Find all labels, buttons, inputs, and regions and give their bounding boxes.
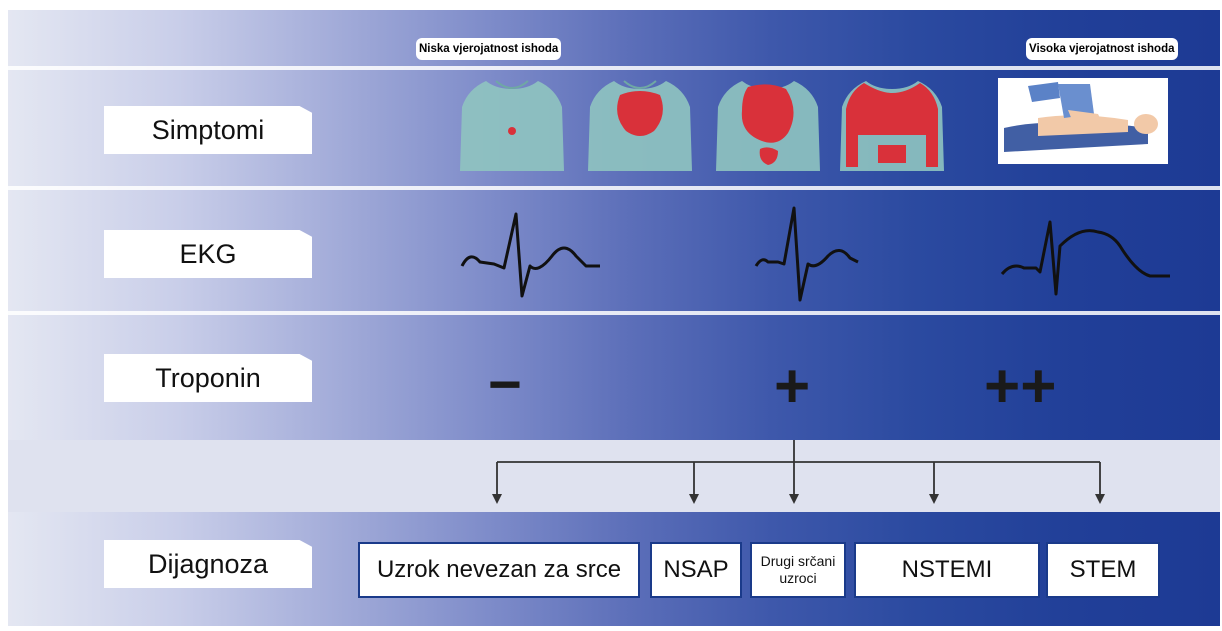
- cpr-scene-icon: [998, 78, 1168, 164]
- row-label-diagnosis: Dijagnoza: [104, 540, 312, 588]
- row-separator: [8, 311, 1220, 315]
- low-risk-label: Niska vjerojatnost ishoda: [416, 38, 562, 60]
- diagram-canvas: Niska vjerojatnost ishoda Visoka vjeroja…: [8, 10, 1220, 626]
- row-separator: [8, 66, 1220, 70]
- torso-widespread-pain-icon: [840, 81, 944, 171]
- high-risk-label: Visoka vjerojatnost ishoda: [1026, 38, 1178, 60]
- row-separator: [8, 186, 1220, 190]
- ekg-minor-change-wave-icon: [754, 206, 859, 302]
- diagnosis-nsap: NSAP: [650, 542, 742, 598]
- troponin-negative: −: [488, 352, 522, 417]
- diagnosis-noncardiac: Uzrok nevezan za srce: [358, 542, 640, 598]
- troponin-positive: +: [774, 352, 811, 421]
- torso-spreading-pain-icon: [716, 81, 820, 171]
- row-label-symptoms: Simptomi: [104, 106, 312, 154]
- ekg-normal-wave-icon: [460, 212, 600, 298]
- diagnosis-nstemi: NSTEMI: [854, 542, 1040, 598]
- arrows-band: [8, 440, 1220, 512]
- row-label-ekg: EKG: [104, 230, 312, 278]
- row-label-troponin: Troponin: [104, 354, 312, 402]
- diagnosis-other-cardiac: Drugi srčani uzroci: [750, 542, 846, 598]
- ekg-st-elevation-wave-icon: [1000, 220, 1170, 296]
- diagnosis-stem: STEM: [1046, 542, 1160, 598]
- torso-small-pain-icon: [460, 80, 564, 171]
- torso-central-pain-icon: [588, 80, 692, 171]
- diagnosis-branch-arrows: [492, 440, 1105, 504]
- troponin-strong-positive: ++: [984, 352, 1057, 421]
